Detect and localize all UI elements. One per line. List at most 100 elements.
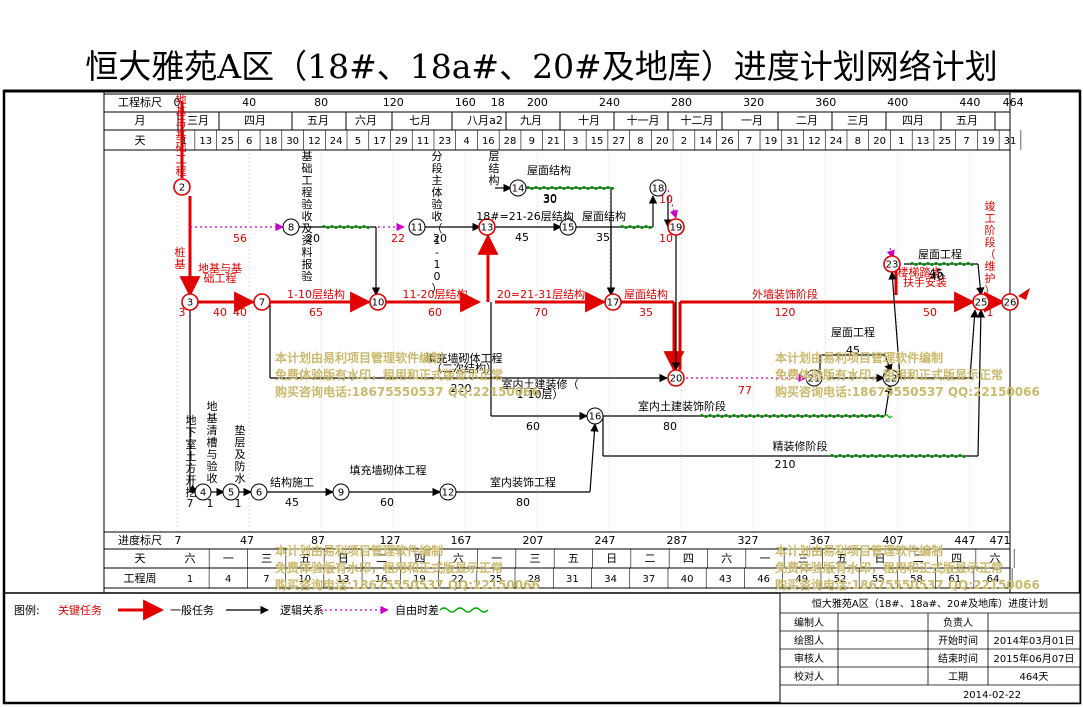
day-label: 1 xyxy=(898,136,904,147)
vertical-task-char: 分 xyxy=(432,150,443,163)
top-scale-row-label: 工程标尺 xyxy=(118,95,162,109)
legend-normal-label: 一般任务 xyxy=(170,604,214,617)
vertical-task-char: 挖 xyxy=(186,485,197,499)
event-node-number: 19 xyxy=(670,223,683,234)
weekday-label: 日 xyxy=(606,552,617,565)
watermark-text: 购买咨询电话:18675550537 QQ:22150066 xyxy=(775,577,1040,592)
day-label: 13 xyxy=(199,136,212,147)
task-duration: 35 xyxy=(639,306,653,319)
annotation: 3 xyxy=(179,306,186,319)
legend-critical-label: 关键任务 xyxy=(58,603,102,617)
vertical-task-char: 础 xyxy=(176,141,187,154)
legend: 图例:关键任务一般任务逻辑关系自由时差 xyxy=(14,599,489,621)
event-node-number: 9 xyxy=(338,488,344,499)
task-name: 屋面结构 xyxy=(527,163,571,177)
week-label: 49 xyxy=(795,574,808,585)
vertical-gridlines xyxy=(176,150,971,532)
vertical-task-char: ） xyxy=(432,282,443,295)
vertical-task-char: 桩 xyxy=(175,245,186,259)
vertical-task-char: 基 xyxy=(176,129,187,142)
event-node xyxy=(667,218,685,236)
project-tick-label: 200 xyxy=(527,96,548,109)
float-wave-15 xyxy=(619,224,653,230)
arrow-to-25 xyxy=(969,309,979,379)
task-duration: 80 xyxy=(663,420,677,433)
event-node-number: 12 xyxy=(442,488,455,499)
vertical-task-char: 工 xyxy=(302,174,313,187)
event-node-number: 23 xyxy=(886,260,899,271)
day-label: 16 xyxy=(482,136,495,147)
day-label: 4 xyxy=(463,136,469,147)
progress-tick-label: 207 xyxy=(523,534,544,547)
event-node-number: 10 xyxy=(372,298,385,309)
day-label: 21 xyxy=(547,136,560,147)
watermark-text: 本计划由易利项目管理软件编制 xyxy=(775,543,943,558)
event-node-number: 20 xyxy=(670,374,683,385)
vertical-task-char: 结 xyxy=(489,162,500,175)
event-node-number: 25 xyxy=(975,298,988,309)
task-name: 结构施工 xyxy=(270,475,314,489)
weekday-label: 五 xyxy=(836,552,847,565)
day-label: 20 xyxy=(873,136,886,147)
watermark-text: 免费体验版有水印，租用和正式版显示正常 xyxy=(775,560,1003,575)
event-node-number: 16 xyxy=(589,412,602,423)
month-label: 三月 xyxy=(847,114,869,127)
info-cell: 绘图人 xyxy=(794,634,824,647)
day-label: 12 xyxy=(308,136,321,147)
event-node xyxy=(972,293,990,311)
vertical-task-char: 护 xyxy=(985,271,996,285)
progress-tick-label: 327 xyxy=(738,534,759,547)
task-name: 础工程 xyxy=(204,272,237,285)
annotation: 56 xyxy=(233,232,247,245)
weekday-label: 五 xyxy=(568,552,579,565)
day-label: 18 xyxy=(265,136,278,147)
event-node-number: 5 xyxy=(228,488,234,499)
progress-tick-label: 447 xyxy=(955,534,976,547)
task-name: 屋面工程 xyxy=(831,326,875,339)
week-label: 43 xyxy=(719,574,732,585)
event-node-number: 22 xyxy=(885,374,898,385)
finish-flag-icon xyxy=(1018,288,1030,300)
vertical-task-char: 1 xyxy=(434,258,441,271)
event-node xyxy=(181,293,199,311)
task-duration: 60 xyxy=(428,306,442,319)
vertical-task-char: 基 xyxy=(175,258,186,271)
vertical-task-char: 体 xyxy=(432,185,443,199)
task-duration: 220 xyxy=(451,382,472,395)
vertical-task-char: 清 xyxy=(207,424,218,437)
weekday-label: 二 xyxy=(376,552,387,565)
vertical-task-char: 水 xyxy=(235,472,246,485)
day-label: 11 xyxy=(417,136,430,147)
task-duration: 40 xyxy=(930,270,944,283)
vertical-task-char: 阶 xyxy=(985,223,996,237)
project-tick-label: 320 xyxy=(743,96,764,109)
task-duration: 30 xyxy=(543,192,557,205)
weekday-label: 三 xyxy=(530,552,541,565)
project-tick-label: 240 xyxy=(599,96,620,109)
weekday-label: 四 xyxy=(415,552,426,565)
watermark-text: 本计划由易利项目管理软件编制 xyxy=(275,543,443,558)
progress-tick-label: 127 xyxy=(380,534,401,547)
task-name: 18#=21-26层结构 xyxy=(476,209,573,223)
weekday-label: 二 xyxy=(645,552,656,565)
week-label: 55 xyxy=(872,574,885,585)
month-label: 五月 xyxy=(307,114,329,127)
month-label: 八月 xyxy=(467,114,489,127)
weekday-label: 一 xyxy=(223,552,234,565)
vertical-task-char: 1 xyxy=(434,234,441,247)
task-name: 扶手安装 xyxy=(903,275,947,289)
week-label: 58 xyxy=(910,574,923,585)
arrow-up-16 xyxy=(589,423,599,493)
event-node xyxy=(194,483,212,501)
weekday-label: 六 xyxy=(453,552,464,565)
event-node xyxy=(369,293,387,311)
legend-title: 图例: xyxy=(14,603,40,617)
vertical-task-char: 验 xyxy=(207,459,218,473)
vertical-task-char: （ xyxy=(985,248,996,261)
task-name: 外墙装饰阶段 xyxy=(752,287,818,301)
task-duration: 210 xyxy=(775,458,796,471)
event-node-number: 6 xyxy=(256,488,262,499)
vertical-task-char: 料 xyxy=(302,245,313,259)
float-wave-16 xyxy=(699,413,893,419)
vertical-task-char: ） xyxy=(985,284,996,297)
